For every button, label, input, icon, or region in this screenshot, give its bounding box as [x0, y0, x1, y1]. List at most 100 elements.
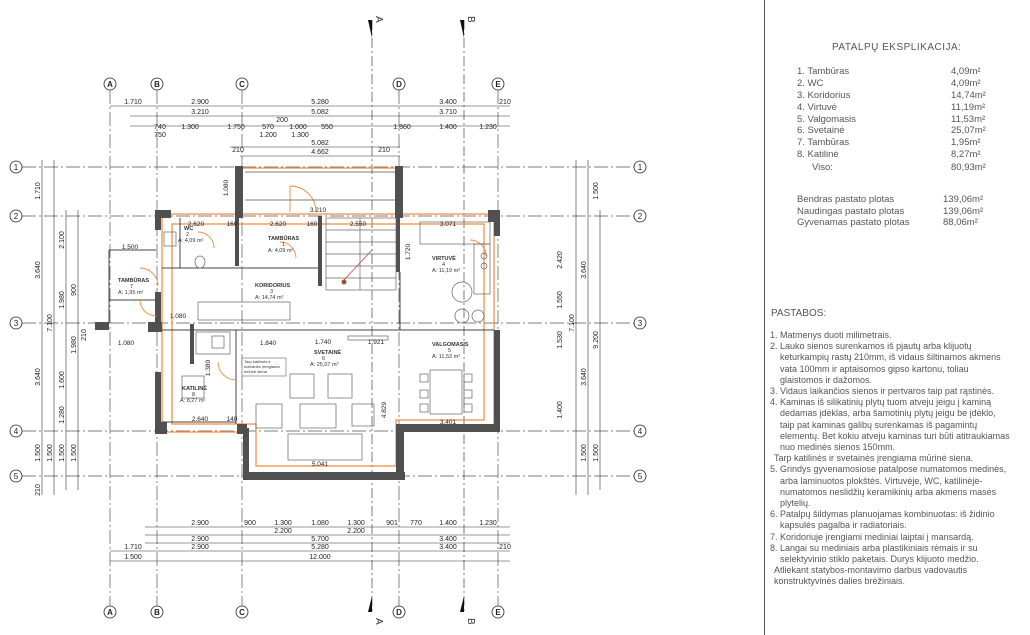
- dim-bot-21: 12.000: [309, 554, 331, 561]
- explication-total: Viso: 80,93m²: [812, 162, 997, 173]
- dim-bot-4: 1.080: [311, 520, 329, 527]
- wc-fixtures: [163, 231, 206, 269]
- inner-dim-17: 3.401: [440, 419, 457, 426]
- dim-bot-8: 1.400: [439, 520, 457, 527]
- list-item: 7. Tambūras 1,95m²: [797, 137, 997, 149]
- dim-top-25: 4.662: [311, 149, 329, 156]
- dim-top-2: 2.900: [191, 99, 209, 106]
- walls: [95, 166, 500, 480]
- dim-top-8: 3.710: [439, 109, 457, 116]
- dimension-text-left: 1.710 3.640 7.100 3.640 1.500 1.500 210 …: [35, 182, 88, 496]
- room-label: 8. Katilinė: [797, 149, 839, 161]
- axis-label-3-left: 3: [14, 319, 19, 328]
- dim-top-7: 5.082: [311, 109, 329, 116]
- inner-dim-20: 1.080: [223, 179, 230, 196]
- axis-label-b-top: B: [154, 80, 160, 89]
- inner-dim-15: 2.640: [192, 416, 209, 423]
- dim-bot-19: 210: [499, 544, 511, 551]
- room-katiline-area: A: 8,27 m²: [180, 398, 206, 404]
- section-label-a-top: A: [373, 16, 384, 23]
- room-label: 7. Tambūras: [797, 137, 850, 149]
- partitions: [108, 218, 494, 424]
- axis-label-5-left: 5: [14, 472, 19, 481]
- dimension-lines-left: [41, 160, 79, 495]
- dim-left-5: 1.500: [35, 444, 42, 462]
- inner-dim-16: 140: [227, 416, 238, 423]
- inner-dim-11: 1.740: [315, 339, 332, 346]
- dim-top-16: 1.400: [439, 124, 457, 131]
- dim-left-8: 2.100: [59, 231, 66, 249]
- inner-dim-18: 5.041: [312, 461, 329, 468]
- dim-left-7: 210: [35, 484, 42, 496]
- axis-label-d-bottom: D: [396, 608, 402, 617]
- stairs: [325, 217, 397, 291]
- dim-left-11: 1.600: [59, 371, 66, 389]
- dim-left-14: 1.500: [71, 444, 78, 462]
- room-label: 4. Virtuvė: [797, 101, 837, 113]
- room-katiline-num: 8: [192, 392, 195, 398]
- dim-right-8: 1.550: [557, 291, 564, 309]
- room-tamburas-1-name: TAMBŪRAS: [268, 235, 299, 242]
- dim-right-7: 1.530: [557, 331, 564, 349]
- dim-bot-14: 3.400: [439, 536, 457, 543]
- explication-title: PATALPŲ EKSPLIKACIJA:: [832, 42, 962, 53]
- dim-top-9: 740: [154, 124, 166, 131]
- dim-right-2: 3.640: [581, 261, 588, 279]
- list-item: 8. Langai su mediniais arba plastikiniai…: [770, 542, 979, 565]
- dim-top-15: 1.860: [393, 124, 411, 131]
- dim-top-11: 1.750: [227, 124, 245, 131]
- dim-top-1: 1.710: [124, 99, 142, 106]
- dim-bot-20: 1.500: [124, 554, 142, 561]
- room-tamburas-1-num: 1: [282, 242, 285, 248]
- room-label: 3. Koridorius: [797, 89, 851, 101]
- section-lines: [371, 20, 465, 612]
- inner-dim-7: 1.720: [405, 243, 412, 260]
- dim-bot-2: 900: [244, 520, 256, 527]
- inner-dim-12: 1.921: [368, 339, 385, 346]
- dim-left-4: 3.640: [35, 368, 42, 386]
- dim-top-3: 5.280: [311, 99, 329, 106]
- dimension-text-top: 1.710 2.900 5.280 3.400 210 3.210 5.082 …: [124, 99, 511, 156]
- area-value: 88,06m²: [943, 217, 978, 228]
- living-furniture: [255, 335, 389, 461]
- axis-label-e-bottom: E: [495, 608, 501, 617]
- inner-dim-19: 4.829: [381, 401, 388, 418]
- dim-right-1: 1.500: [593, 182, 600, 200]
- axis-label-3-right: 3: [638, 319, 643, 328]
- boiler-fixtures: [181, 301, 291, 399]
- dim-bot-18: 3.400: [439, 544, 457, 551]
- dim-right-11: 9.200: [593, 331, 600, 349]
- list-item: 7. Koridoriuje įrengiami mediniai laipta…: [770, 531, 974, 542]
- axis-label-4-left: 4: [14, 427, 19, 436]
- room-wc-num: 2: [186, 232, 189, 238]
- area-value: 139,06m²: [943, 194, 984, 205]
- inner-dim-2: 2.620: [270, 221, 287, 228]
- room-area: 11,53m²: [951, 113, 986, 125]
- room-area: 25,07m²: [951, 125, 986, 137]
- doors: [139, 185, 487, 381]
- axis-label-e-top: E: [495, 80, 501, 89]
- list-item: 2. Lauko sienos surenkamos iš pjautų arb…: [770, 341, 1001, 385]
- dim-top-20: 1.200: [259, 132, 277, 139]
- inner-dim-4: 160: [227, 221, 238, 228]
- dim-top-6: 3.210: [191, 109, 209, 116]
- total-label: Viso:: [812, 162, 833, 173]
- dim-bot-7: 770: [410, 520, 422, 527]
- dim-left-2: 3.640: [35, 261, 42, 279]
- axis-bubbles-top: A B C D E: [103, 77, 505, 91]
- room-area: 14,74m²: [951, 89, 986, 101]
- axis-bubbles-bottom: A B C D E: [103, 605, 505, 619]
- dim-bot-6: 901: [386, 520, 398, 527]
- inner-dim-1: 2.620: [188, 221, 205, 228]
- plan-note-line-1: Tarp katilinės ir: [244, 359, 271, 364]
- room-area: 1,95m²: [951, 137, 981, 149]
- inner-dim-13: 1.080: [170, 313, 187, 320]
- dim-right-9: 1.400: [557, 401, 564, 419]
- room-label: 5. Valgomasis: [797, 113, 856, 125]
- axis-label-c-top: C: [239, 80, 245, 89]
- inner-dimensions: 2.620 2.620 2.550 160 160 3.071 1.720 1.…: [118, 179, 457, 468]
